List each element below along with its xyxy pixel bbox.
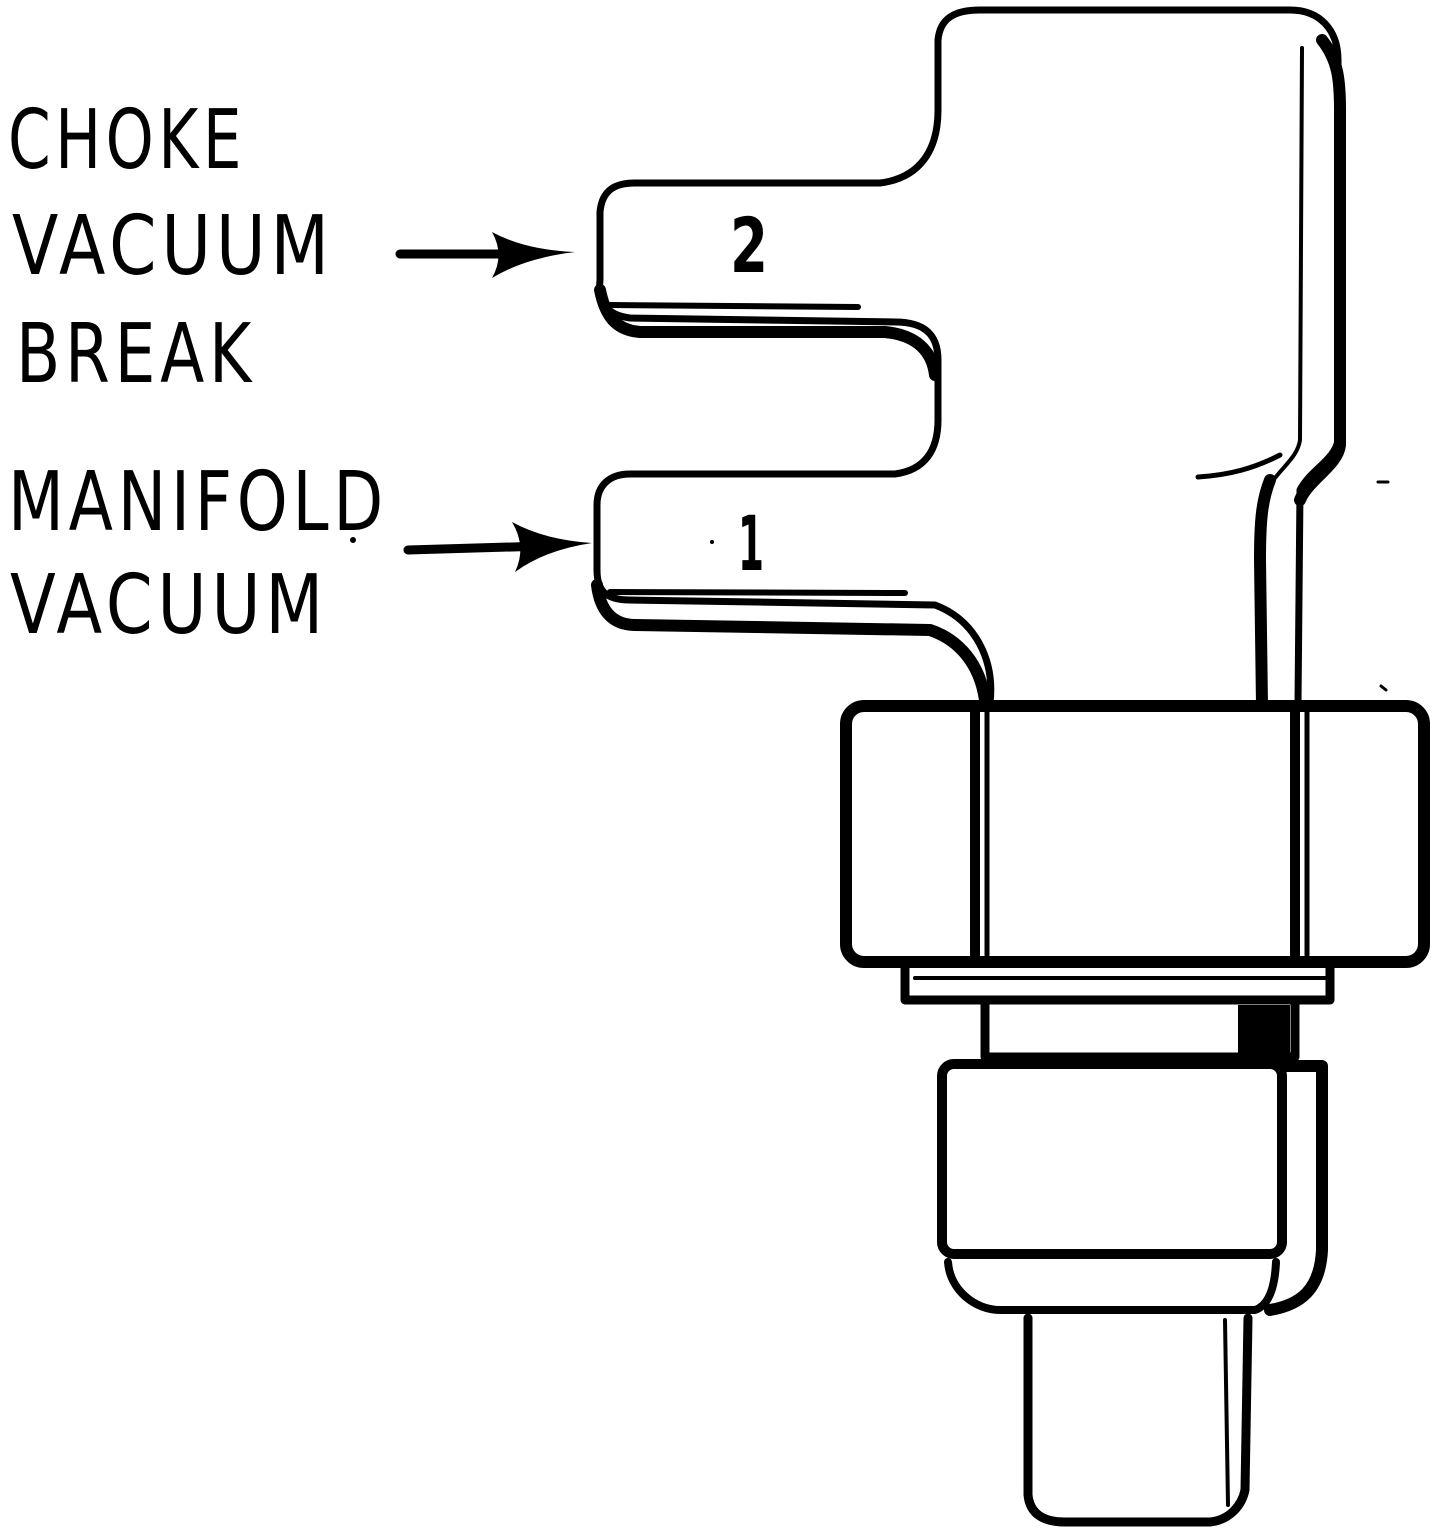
- port-2-number: 2: [730, 201, 768, 290]
- hex-nut: [840, 700, 1430, 968]
- speck: [350, 537, 356, 543]
- threaded-body: [937, 1059, 1328, 1316]
- manifold-label-line-1: MANIFOLD: [8, 455, 388, 550]
- speck: [710, 540, 714, 544]
- speck: [1379, 684, 1388, 692]
- choke-label-line-3: BREAK: [16, 307, 256, 402]
- switch-housing: [591, 6, 1346, 711]
- choke-label-line-1: CHOKE: [8, 93, 246, 188]
- choke-vacuum-break-label: CHOKE VACUUM BREAK: [8, 93, 334, 402]
- arrow-to-port-1: [403, 522, 592, 572]
- port-1-number: 1: [738, 499, 764, 588]
- arrow-to-port-2: [395, 232, 575, 278]
- neck: [980, 1000, 1300, 1062]
- choke-label-line-2: VACUUM: [12, 199, 334, 294]
- manifold-label-line-2: VACUUM: [10, 558, 328, 653]
- probe-tip: [1023, 1313, 1253, 1527]
- collar: [900, 963, 1335, 1005]
- manifold-vacuum-label: MANIFOLD VACUUM: [8, 455, 388, 653]
